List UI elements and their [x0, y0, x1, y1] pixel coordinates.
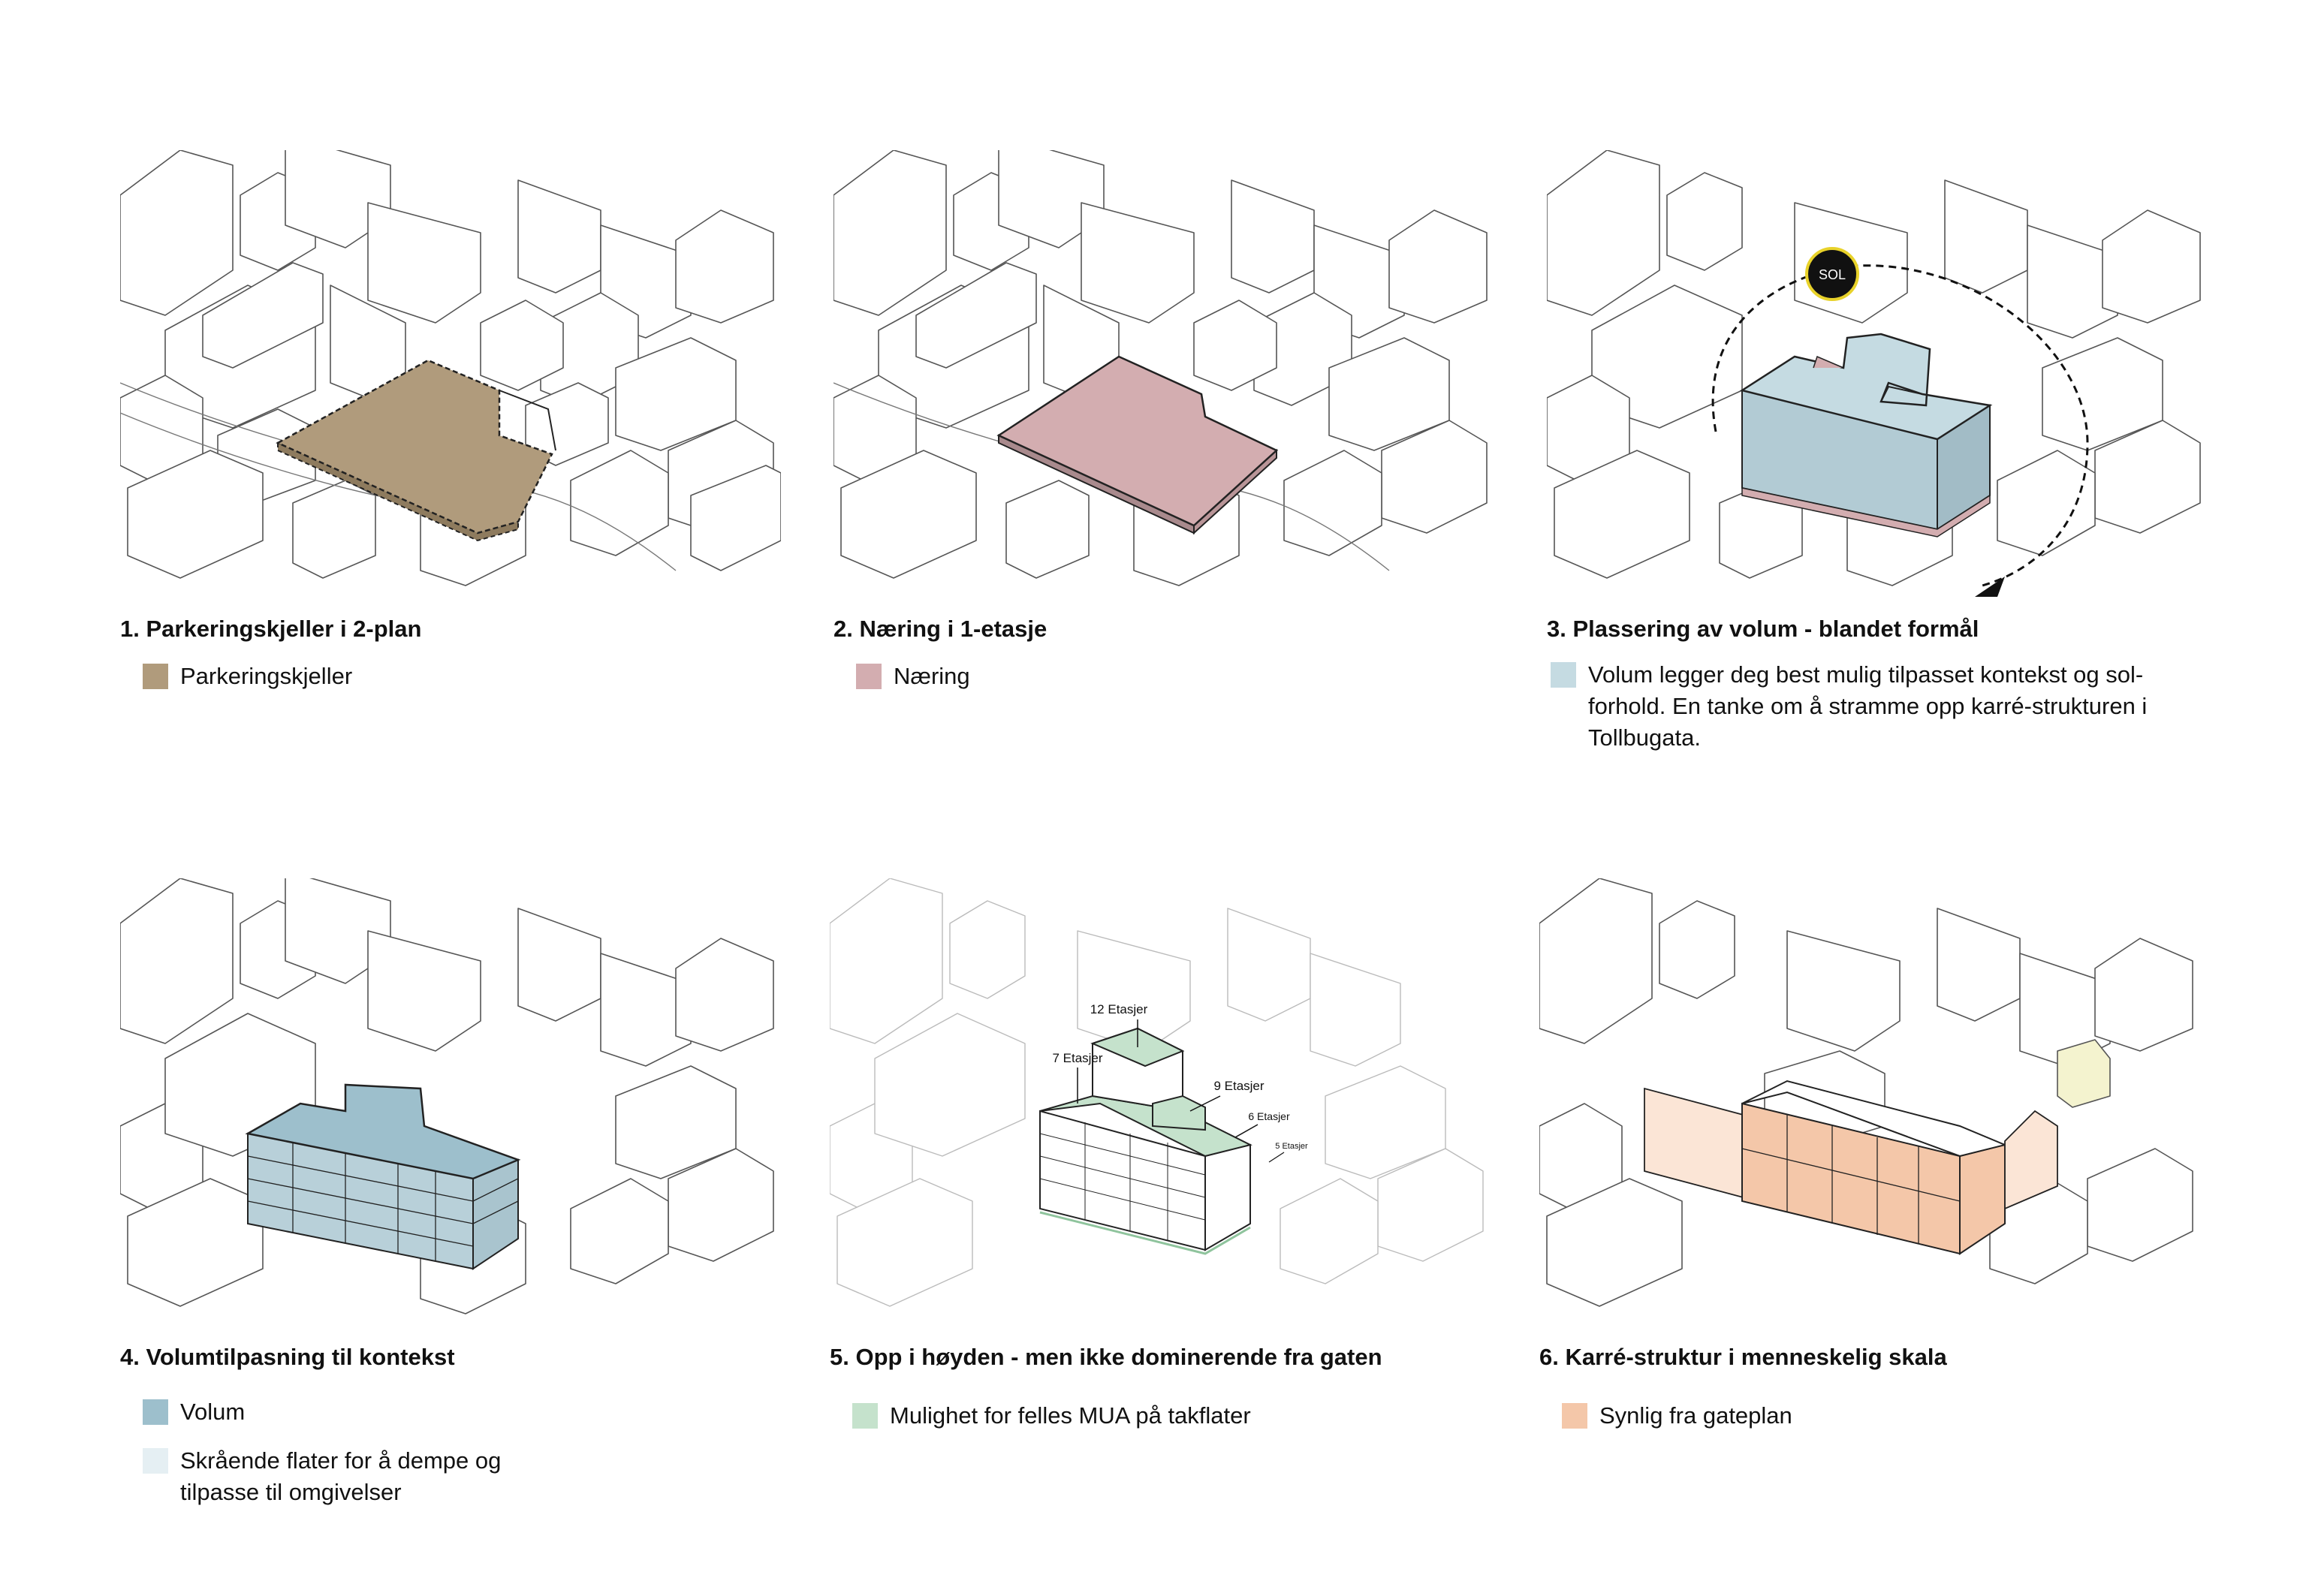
block-structure	[1644, 1080, 2058, 1255]
svg-text:9 Etasjer: 9 Etasjer	[1213, 1079, 1264, 1093]
legend-item: Mulighet for felles MUA på takflater	[852, 1400, 1476, 1432]
axonometric-drawing: 12 Etasjer 7 Etasjer 9 Etasjer 6 Etasjer…	[830, 878, 1491, 1329]
axonometric-drawing	[1539, 878, 2200, 1329]
svg-text:6 Etasjer: 6 Etasjer	[1248, 1110, 1290, 1122]
legend-item: Synlig fra gateplan	[1562, 1400, 2185, 1432]
legend-swatch-parking	[143, 664, 168, 689]
svg-text:7 Etasjer: 7 Etasjer	[1052, 1051, 1102, 1065]
legend-swatch-commercial	[856, 664, 882, 689]
legend-item: Volum	[143, 1396, 766, 1428]
sun-path-arrowhead	[1975, 577, 2005, 597]
legend-item: Næring	[856, 661, 1479, 692]
legend-label: Volum legger deg best mulig tilpasset ko…	[1588, 661, 2148, 751]
legend-label: Mulighet for felles MUA på takflater	[890, 1402, 1251, 1429]
legend-swatch-volume	[1551, 662, 1576, 688]
axonometric-drawing	[120, 878, 781, 1329]
panel-title: 3. Plassering av volum - blandet formål	[1547, 616, 1979, 642]
panel-title: 2. Næring i 1-etasje	[833, 616, 1047, 642]
legend-swatch-roof-green	[852, 1403, 878, 1429]
legend-item: Volum legger deg best mulig tilpasset ko…	[1551, 659, 2189, 754]
legend-label: Næring	[894, 663, 970, 689]
legend-label: Skrående flater for å dempe og tilpasse …	[180, 1447, 502, 1505]
svg-text:5 Etasjer: 5 Etasjer	[1275, 1142, 1308, 1151]
svg-text:SOL: SOL	[1819, 267, 1846, 282]
panel-title: 4. Volumtilpasning til kontekst	[120, 1344, 455, 1370]
legend-label: Volum	[180, 1399, 246, 1425]
parking-footprint	[276, 359, 556, 542]
panel-title: 5. Opp i høyden - men ikke dominerende f…	[830, 1344, 1382, 1370]
legend-swatch-orange	[1562, 1403, 1587, 1429]
legend-swatch-sloped	[143, 1448, 168, 1474]
legend-label: Synlig fra gateplan	[1599, 1402, 1792, 1429]
height-annotations: 12 Etasjer 7 Etasjer 9 Etasjer 6 Etasjer…	[1052, 1002, 1308, 1163]
panel-title: 1. Parkeringskjeller i 2-plan	[120, 616, 422, 642]
axonometric-drawing: SOL	[1547, 150, 2208, 601]
legend-item: Parkeringskjeller	[143, 661, 766, 692]
sun-path-arc	[1711, 264, 2089, 587]
axonometric-drawing	[833, 150, 1494, 601]
panel-title: 6. Karré-struktur i menneskelig skala	[1539, 1344, 1947, 1370]
axonometric-drawing	[120, 150, 781, 601]
adapted-volume	[245, 1083, 521, 1270]
legend-swatch-volume	[143, 1399, 168, 1425]
sun-icon: SOL	[1805, 247, 1859, 301]
volume-building	[1739, 333, 1993, 538]
svg-text:12 Etasjer: 12 Etasjer	[1090, 1002, 1148, 1016]
height-volume	[1039, 1027, 1252, 1255]
legend-label: Parkeringskjeller	[180, 663, 353, 689]
commercial-footprint	[996, 355, 1279, 535]
legend-item: Skrående flater for å dempe og tilpasse …	[143, 1445, 556, 1508]
